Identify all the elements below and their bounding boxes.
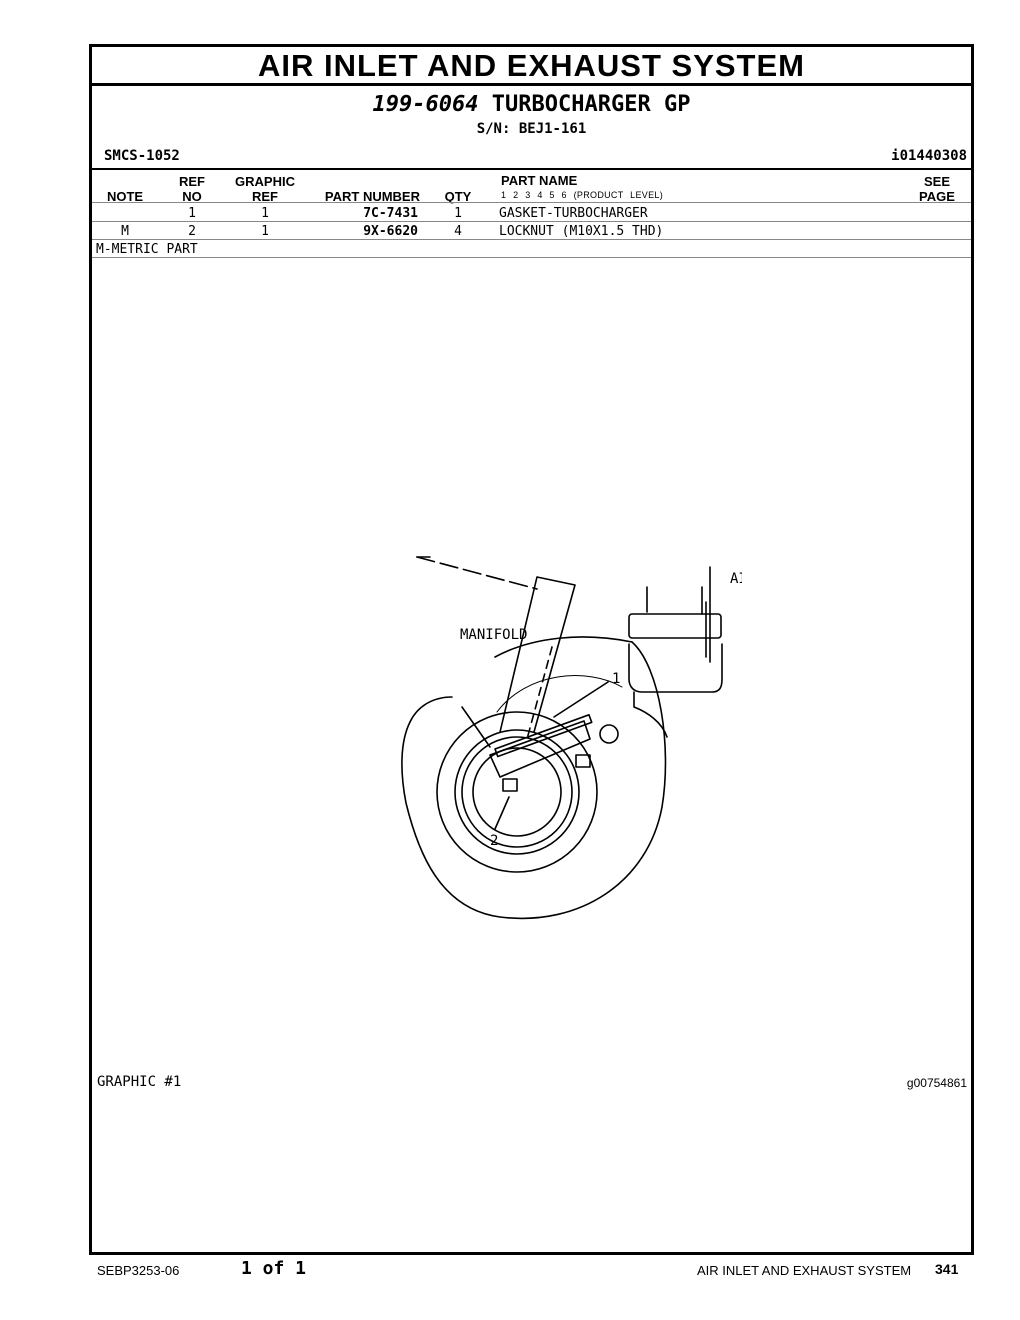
- graphic-caption: GRAPHIC #1: [97, 1074, 182, 1090]
- outlet-ring-3: [461, 736, 573, 848]
- outlet-ring-2: [454, 729, 580, 855]
- group-number: 199-6064: [372, 92, 479, 117]
- group-title: 199-6064 TURBOCHARGER GP: [92, 92, 971, 117]
- col-part-number: PART NUMBER: [324, 189, 420, 204]
- callout-2-leader: [494, 796, 510, 830]
- header-divider: [92, 168, 971, 170]
- row-rule: [92, 221, 971, 222]
- turbocharger-drawing: AIR PIPE MANIFOLD 1 2: [401, 556, 742, 920]
- footer-page-of: 1 of 1: [241, 1258, 307, 1279]
- row-graphic: 1: [261, 224, 269, 239]
- turbine-housing: [401, 641, 667, 920]
- air-pipe-body: [633, 691, 668, 738]
- group-name: TURBOCHARGER GP: [491, 92, 691, 117]
- serial-number: S/N: BEJ1-161: [476, 121, 587, 137]
- air-pipe-collar: [628, 613, 722, 639]
- outlet-ring-outer: [436, 711, 598, 873]
- col-graphic-bottom: REF: [252, 189, 278, 204]
- row-graphic: 1: [261, 206, 269, 221]
- manifold-hidden-2: [416, 556, 538, 590]
- page-frame: AIR INLET AND EXHAUST SYSTEM 199-6064 TU…: [89, 44, 974, 1255]
- row-qty: 1: [454, 206, 462, 221]
- row-part-number: 9X-6620: [363, 224, 418, 239]
- smcs-code: SMCS-1052: [104, 148, 180, 164]
- col-qty: QTY: [444, 189, 472, 204]
- row-ref: 2: [188, 224, 196, 239]
- row-part-name: GASKET-TURBOCHARGER: [499, 206, 648, 221]
- col-graphic-top: GRAPHIC: [235, 174, 295, 189]
- section-title: AIR INLET AND EXHAUST SYSTEM: [92, 47, 971, 86]
- housing-left-edge: [409, 696, 453, 723]
- row-note: M: [121, 224, 129, 239]
- col-ref-top: REF: [179, 174, 205, 189]
- manifold-lead: [461, 706, 491, 748]
- outlet-ring-inner: [472, 747, 562, 837]
- air-pipe-hose: [628, 643, 723, 693]
- row-rule: [92, 239, 971, 240]
- row-qty: 4: [454, 224, 462, 239]
- plug-hex: [599, 724, 619, 744]
- housing-inner-scroll: [496, 675, 623, 713]
- graphic-id: g00754861: [906, 1076, 967, 1090]
- flange: [489, 720, 591, 778]
- flange-gasket: [494, 713, 593, 758]
- row-ref: 1: [188, 206, 196, 221]
- callout-1: 1: [612, 671, 620, 687]
- housing-upper-edge: [494, 636, 633, 658]
- callout-2: 2: [490, 833, 498, 849]
- bolt-right: [575, 754, 591, 768]
- col-note: NOTE: [106, 189, 144, 204]
- product-levels: 1 2 3 4 5 6 (PRODUCT LEVEL): [501, 190, 663, 200]
- col-part-name: PART NAME: [501, 173, 578, 188]
- col-see-bottom: PAGE: [919, 189, 955, 204]
- air-pipe-label: AIR PIPE: [730, 571, 742, 587]
- col-ref-bottom: NO: [182, 189, 202, 204]
- row-part-name: LOCKNUT (M10X1.5 THD): [499, 224, 664, 239]
- col-see-top: SEE: [923, 174, 950, 189]
- illustration-id: i01440308: [891, 148, 967, 164]
- manifold-leg-left: [499, 576, 576, 733]
- footer-page-number: 341: [935, 1261, 959, 1277]
- footnote-metric: M-METRIC PART: [96, 242, 198, 257]
- manifold-hidden: [526, 646, 553, 740]
- table-rule: [92, 202, 971, 203]
- bolt-left: [502, 778, 518, 792]
- footer-doc-number: SEBP3253-06: [97, 1263, 180, 1278]
- manifold-label: MANIFOLD: [460, 627, 527, 643]
- footer-section: AIR INLET AND EXHAUST SYSTEM: [697, 1263, 912, 1278]
- callout-1-leader: [553, 681, 609, 718]
- air-pipe-top: [646, 586, 703, 615]
- row-rule: [92, 257, 971, 258]
- row-part-number: 7C-7431: [363, 206, 418, 221]
